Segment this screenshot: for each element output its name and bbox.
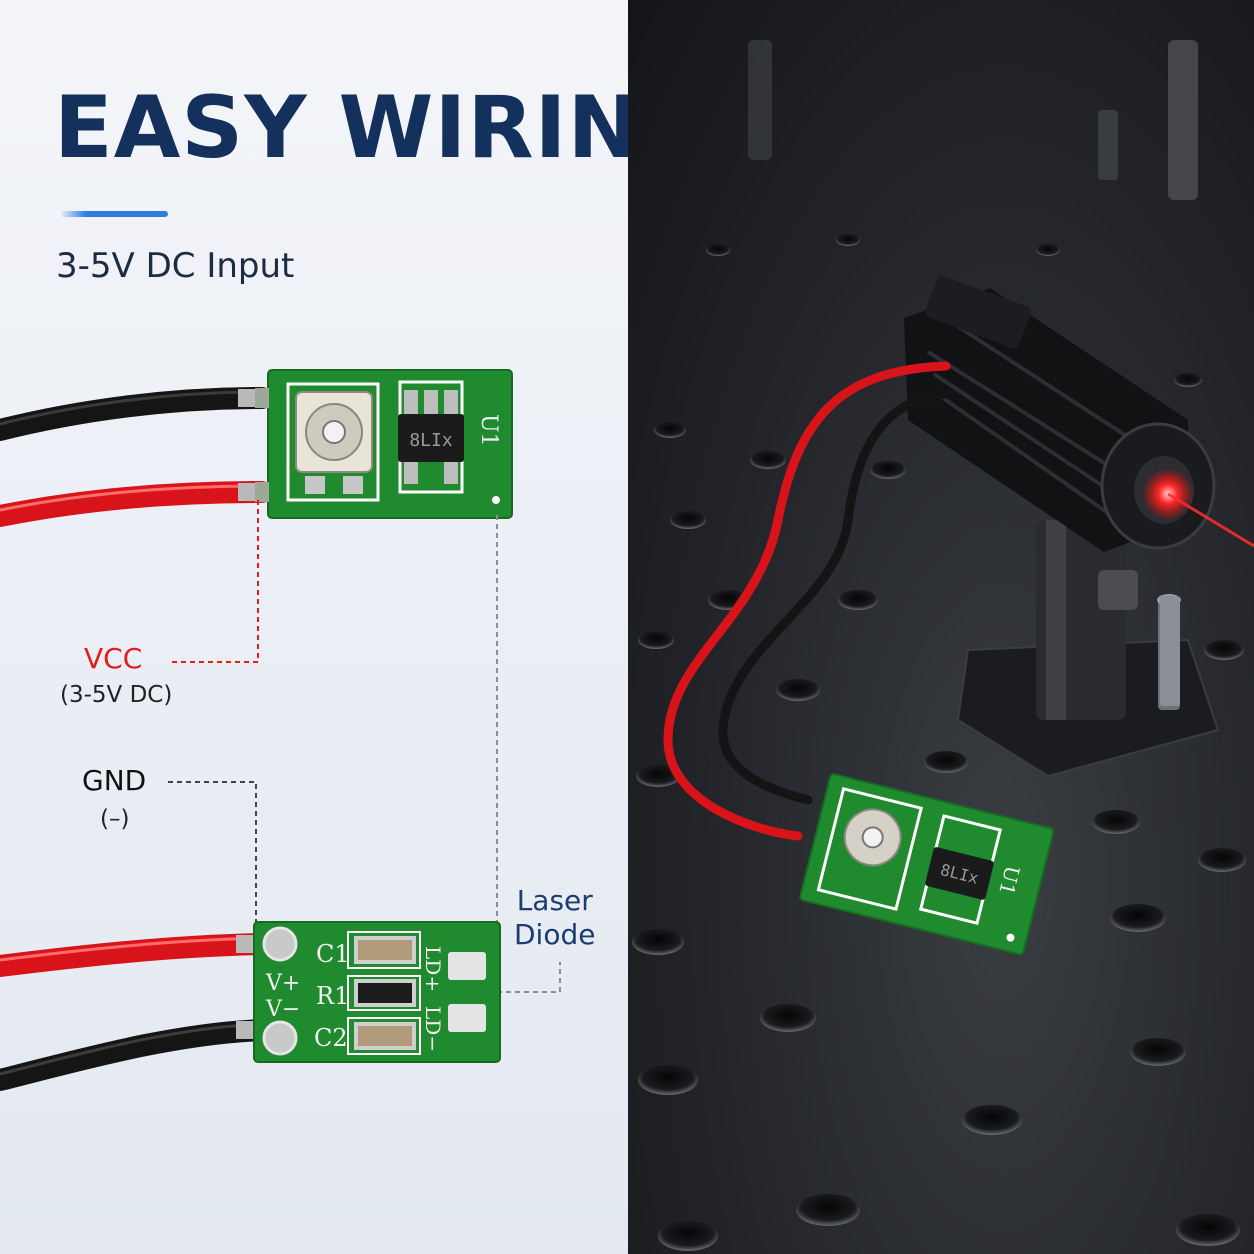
top-chip-marking: 8LIx (409, 430, 453, 451)
laser-label-line2: Diode (514, 918, 596, 951)
laser-module (904, 275, 1254, 552)
product-photo: 8LIx U1 (628, 0, 1254, 1254)
silk-c2: C2 (314, 1024, 348, 1052)
gnd-label: GND (82, 764, 147, 797)
silk-r1: R1 (316, 982, 349, 1010)
laser-label-line1: Laser (516, 884, 593, 917)
foreground-screw (1160, 596, 1180, 706)
silk-ld-plus: LD+ (421, 946, 445, 992)
background-posts (748, 40, 1198, 200)
top-silk-u1: U1 (476, 414, 501, 447)
photo-scene: 8LIx U1 (632, 40, 1254, 1251)
vcc-label: VCC (84, 642, 143, 675)
title-accent-line (58, 211, 168, 217)
top-board-wires (0, 387, 273, 527)
bottom-board-wires (0, 933, 273, 1091)
guide-lines (168, 500, 561, 993)
wiring-diagram: 8LIx U1 (0, 369, 561, 1091)
vcc-range-label: (3-5V DC) (60, 682, 173, 708)
photo-pcb-board: 8LIx U1 (799, 773, 1055, 956)
silk-v-plus: V+ (265, 971, 300, 996)
gnd-sign-label: (–) (100, 806, 130, 832)
photo-wires (663, 361, 951, 841)
table-holes (632, 234, 1246, 1251)
top-pcb-board: 8LIx U1 (255, 369, 513, 519)
page-subtitle: 3-5V DC Input (56, 246, 295, 286)
bottom-pcb-board: C1 R1 C2 V+ V− LD+ LD− (253, 921, 501, 1063)
silk-c1: C1 (316, 940, 350, 968)
silk-v-minus: V− (265, 997, 300, 1022)
page-title: EASY WIRING (54, 78, 628, 178)
laser-diode-label: Laser Diode (514, 884, 595, 952)
silk-ld-minus: LD− (421, 1006, 445, 1052)
left-panel: EASY WIRING 3-5V DC Input (0, 0, 628, 1254)
